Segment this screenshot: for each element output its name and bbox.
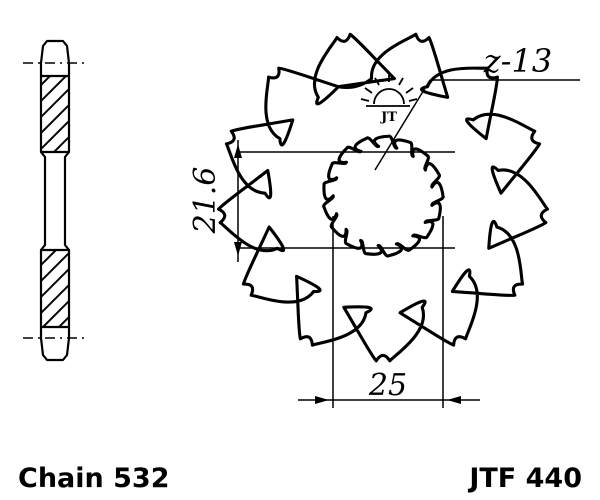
ray-4 (405, 87, 414, 94)
ray-1 (374, 77, 380, 86)
callout-label-z13: z-13 (483, 42, 552, 80)
hub-spline-outline (322, 134, 445, 258)
ray-6 (408, 98, 418, 102)
callout-leader-diagonal (374, 79, 431, 171)
ray-3 (364, 87, 373, 94)
face-view (216, 32, 550, 408)
arrowhead-left (447, 396, 461, 404)
section-hatch-lower (41, 250, 69, 327)
arrowhead-down (234, 242, 242, 256)
chain-label: Chain 532 (18, 463, 170, 494)
sun-dome (373, 88, 405, 105)
dim-label-25: 25 (368, 368, 407, 403)
jt-monogram: JT (380, 110, 397, 125)
arrowhead-up (234, 144, 242, 158)
section-view (23, 39, 88, 362)
sunrise-icon (360, 74, 418, 107)
teeth-callout: z-13 (374, 42, 580, 171)
arrowhead-right (315, 396, 329, 404)
dim-label-21-6: 21.6 (188, 167, 223, 235)
dimension-21-6: 21.6 (188, 140, 242, 262)
part-number-label: JTF 440 (467, 463, 582, 494)
sprocket-teeth-outline (216, 32, 550, 363)
ray-5 (360, 98, 370, 102)
jt-logo: JT (360, 74, 418, 125)
ray-2 (398, 77, 404, 86)
dimension-25: 25 (298, 368, 480, 404)
section-hatch-upper (41, 76, 69, 152)
